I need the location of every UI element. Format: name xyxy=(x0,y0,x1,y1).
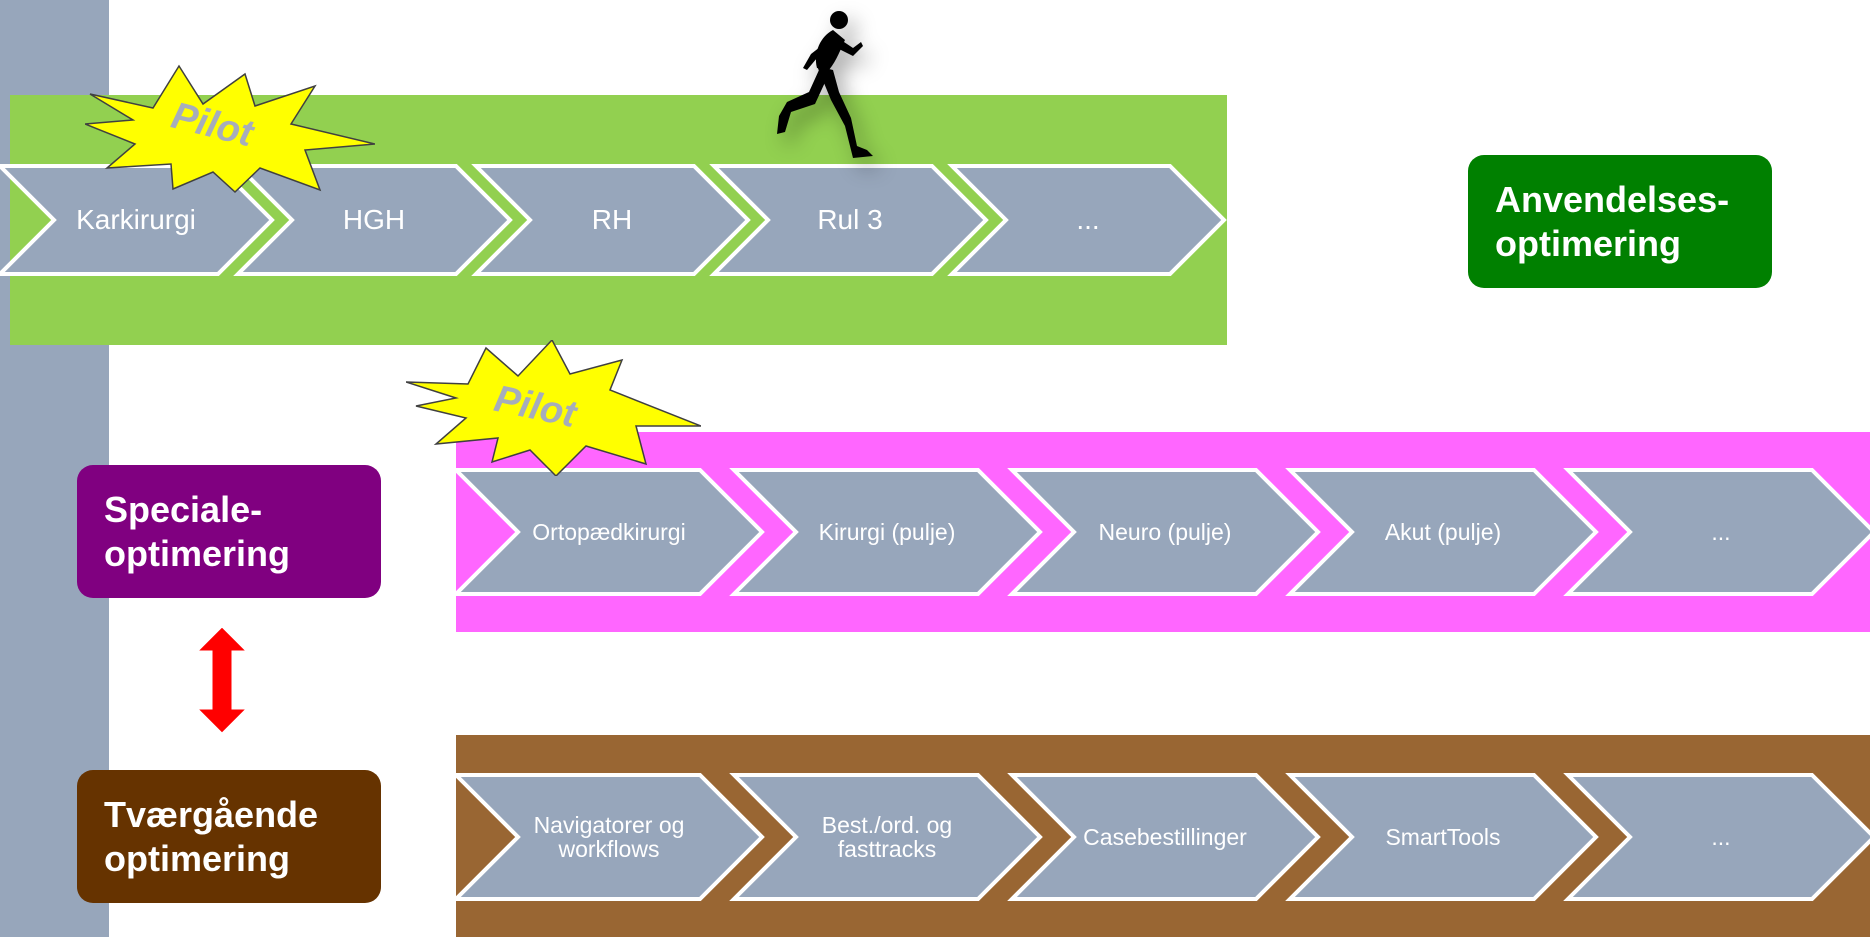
process-step-chevron: Karkirurgi xyxy=(0,164,275,276)
process-step-label: Rul 3 xyxy=(817,204,883,236)
process-step-label-line: workflows xyxy=(558,836,660,862)
process-step-chevron: Neuro (pulje) xyxy=(1007,468,1321,596)
chevron-shape xyxy=(451,468,765,596)
process-step-chevron: ... xyxy=(947,164,1227,276)
process-step-label: ... xyxy=(1711,518,1731,545)
row-title-line: optimering xyxy=(104,837,290,879)
process-step-chevron: SmartTools xyxy=(1285,773,1599,901)
process-step-chevron: Rul 3 xyxy=(709,164,989,276)
process-step-chevron: Kirurgi (pulje) xyxy=(729,468,1043,596)
row-title-line: optimering xyxy=(1495,222,1681,264)
process-step-label: ... xyxy=(1076,204,1100,236)
chevron-shape xyxy=(471,164,751,276)
chevron-shape xyxy=(1007,468,1321,596)
row-title-speciale: Speciale- optimering xyxy=(77,465,381,598)
process-step-chevron: ... xyxy=(1563,468,1870,596)
row-title-line: Speciale- xyxy=(104,488,263,530)
chevron-shape xyxy=(1285,773,1599,901)
process-step-chevron: Casebestillinger xyxy=(1007,773,1321,901)
process-step-chevron: ... xyxy=(1563,773,1870,901)
pilot-starburst-1: Pilot xyxy=(84,64,376,194)
starburst-icon xyxy=(84,64,376,194)
process-step-label-line: fasttracks xyxy=(837,836,937,862)
chevron-shape xyxy=(1285,468,1599,596)
chevron-shape xyxy=(451,773,765,901)
row-title-tvaergaaende: Tværgående optimering xyxy=(77,770,381,903)
process-step-label: ... xyxy=(1711,823,1731,850)
process-step-label: SmartTools xyxy=(1385,823,1501,850)
chevron-shape xyxy=(1563,468,1870,596)
chevron-shape xyxy=(233,164,513,276)
chevron-shape xyxy=(729,468,1043,596)
chevron-shape xyxy=(947,164,1227,276)
starburst-icon xyxy=(405,338,702,478)
process-step-label: Neuro (pulje) xyxy=(1098,518,1232,545)
chevron-shape xyxy=(709,164,989,276)
chevron-shape xyxy=(729,773,1043,901)
process-step-label: Akut (pulje) xyxy=(1384,518,1502,545)
double-arrow-vertical-icon xyxy=(196,627,248,733)
process-step-chevron: HGH xyxy=(233,164,513,276)
process-step-label-line: Best./ord. og xyxy=(821,811,953,838)
row-title-anvendelse: Anvendelses- optimering xyxy=(1468,155,1772,288)
process-step-label: Kirurgi (pulje) xyxy=(818,518,956,545)
process-step-label: HGH xyxy=(342,204,406,236)
process-step-label: Ortopædkirurgi xyxy=(532,518,686,545)
process-step-label-line: Navigatorer og xyxy=(533,811,685,838)
runner-silhouette-icon xyxy=(777,11,873,158)
row-title-line: Tværgående xyxy=(104,793,319,835)
row-title-line: optimering xyxy=(104,532,290,574)
chevron-shape xyxy=(1563,773,1870,901)
process-step-chevron: Ortopædkirurgi xyxy=(451,468,765,596)
process-step-label: RH xyxy=(591,204,633,236)
process-step-label: Casebestillinger xyxy=(1083,823,1247,850)
chevron-shape xyxy=(1007,773,1321,901)
process-step-label: Karkirurgi xyxy=(76,204,196,236)
row-title-line: Anvendelses- xyxy=(1495,178,1730,220)
process-step-chevron: Akut (pulje) xyxy=(1285,468,1599,596)
pilot-starburst-2: Pilot xyxy=(405,338,702,478)
process-step-chevron: RH xyxy=(471,164,751,276)
